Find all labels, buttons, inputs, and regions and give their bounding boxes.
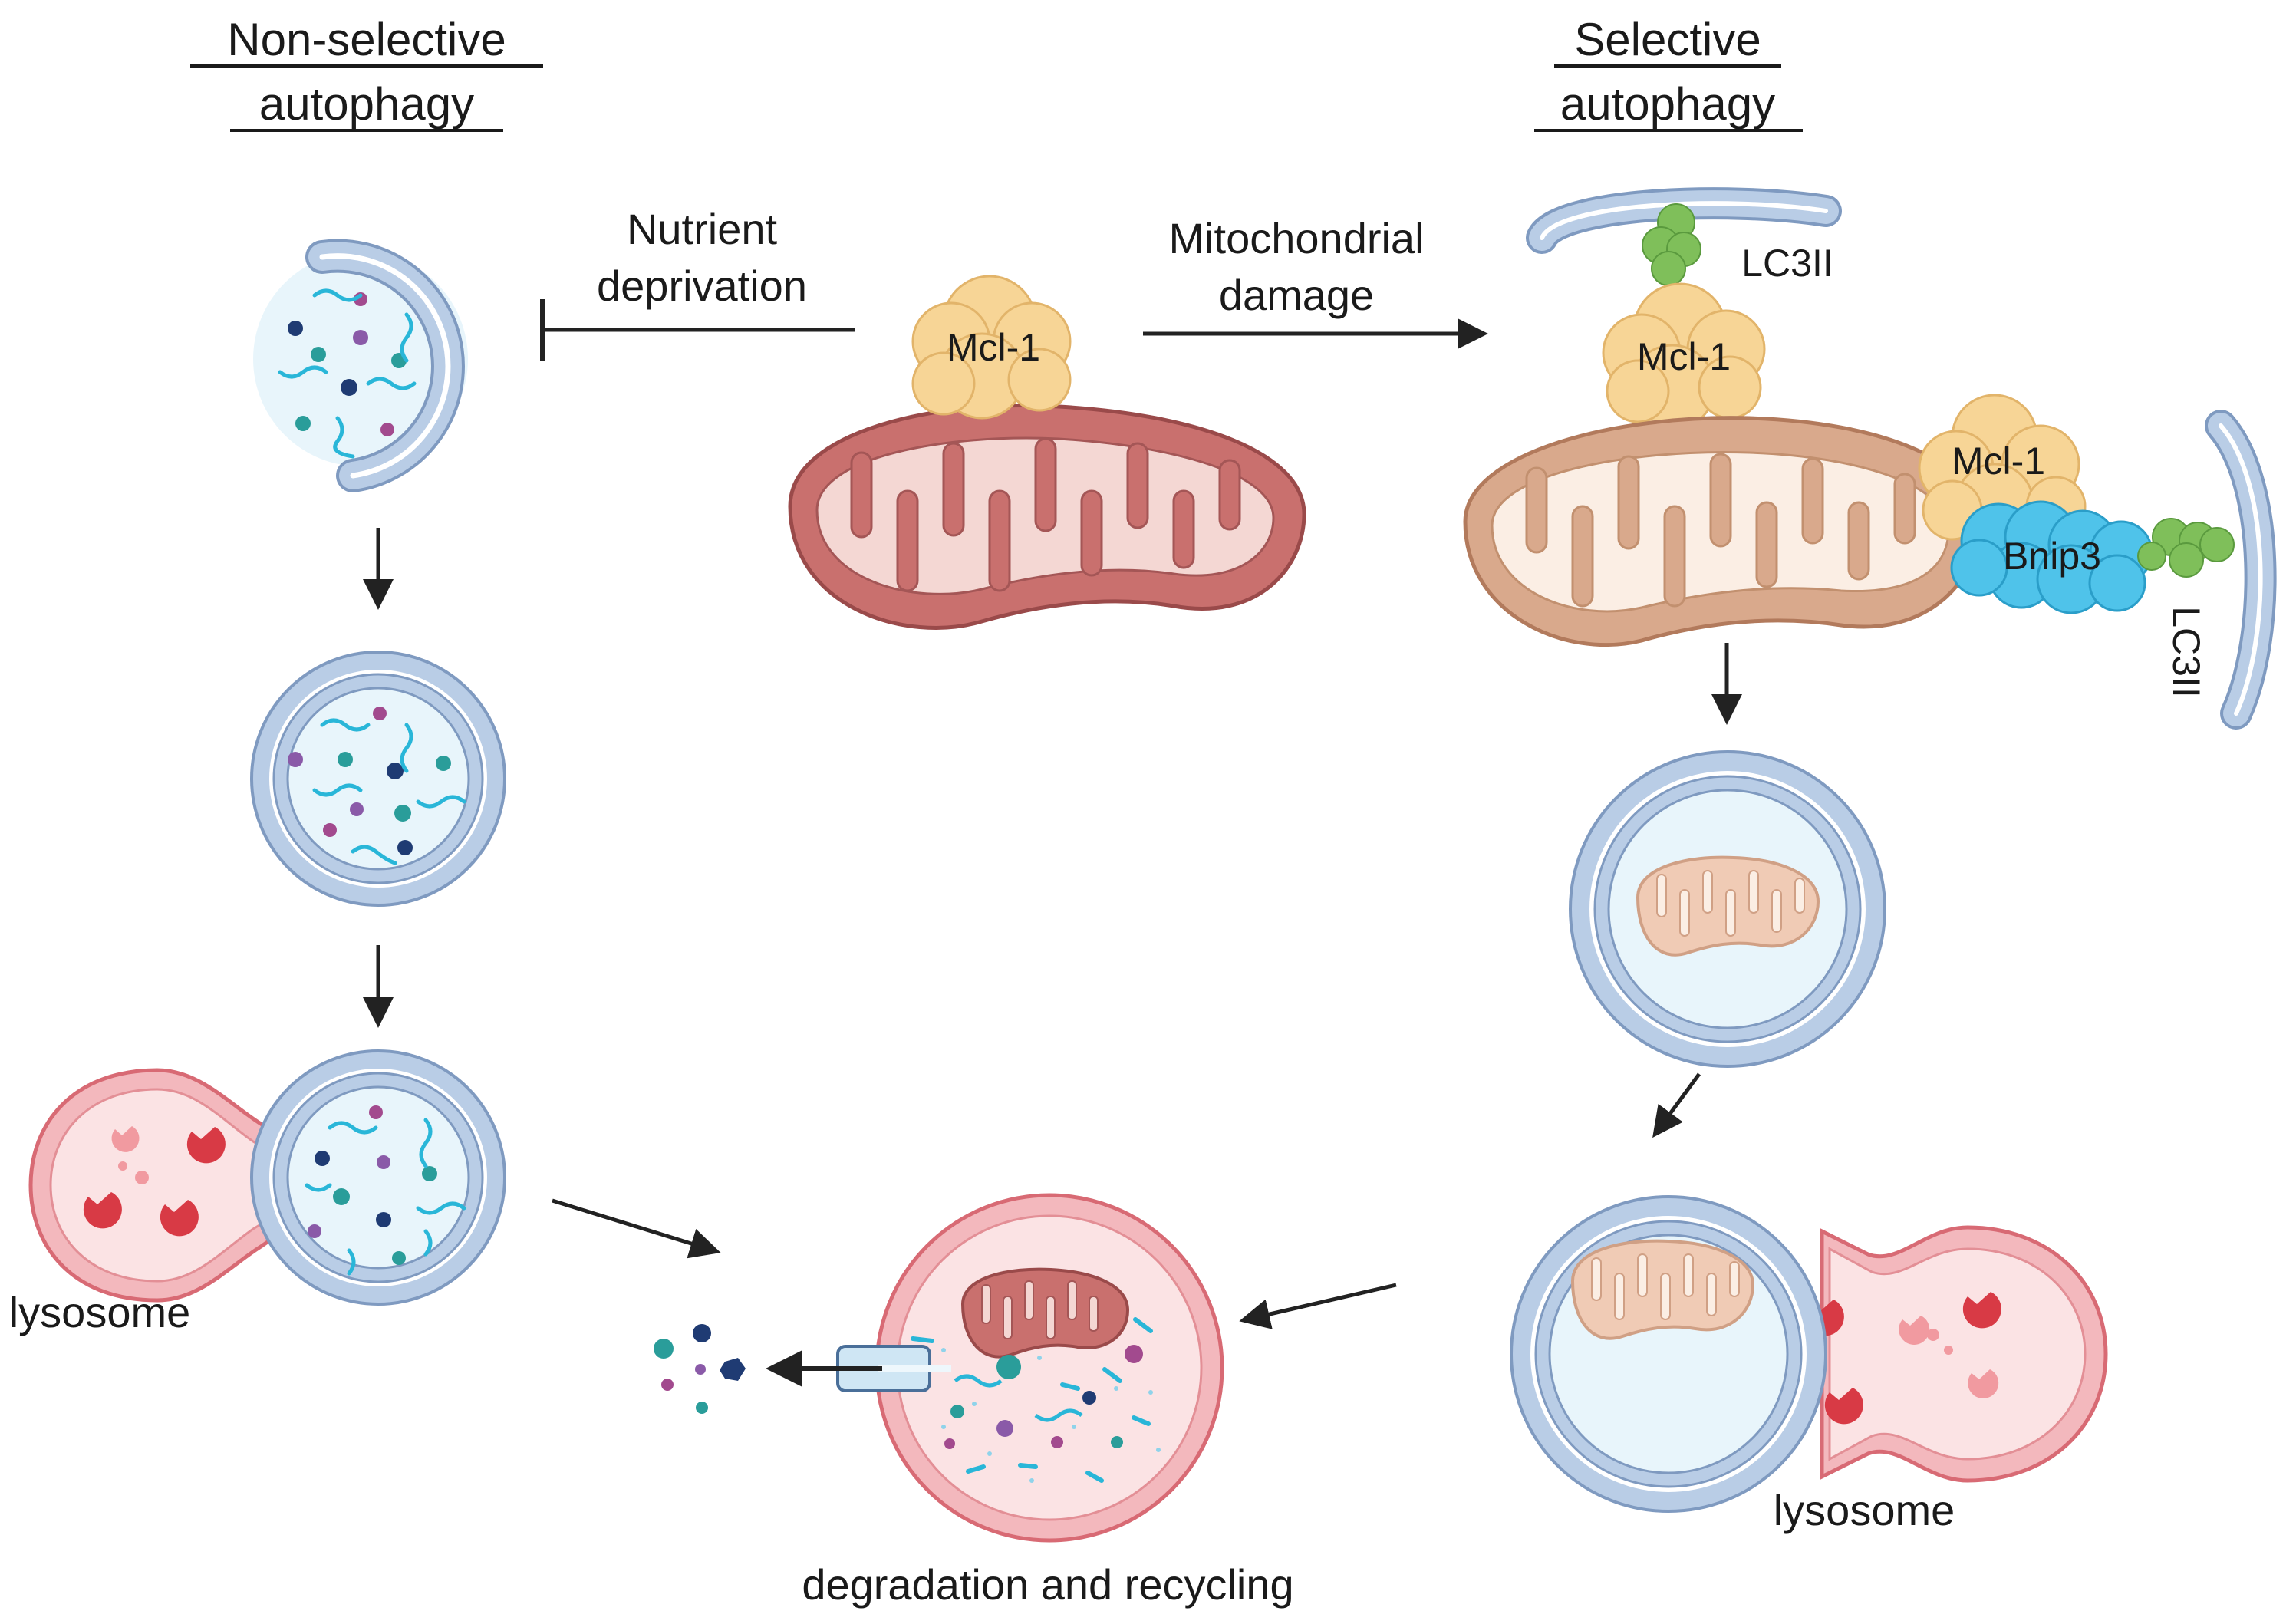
lysosomal-transporter <box>836 1345 951 1392</box>
trigger-mito-line2: damage <box>1219 271 1374 319</box>
arrow-right-2 <box>1652 1072 1701 1138</box>
mcl1-label-top-right: Mcl-1 <box>1637 335 1731 378</box>
lysosome-label-right: lysosome <box>1774 1486 1955 1534</box>
fusion-right <box>1510 1195 2108 1513</box>
lc3-protein-side: LC3II <box>2137 518 2235 698</box>
bnip3-label: Bnip3 <box>2003 535 2101 578</box>
mcl1-protein-top-right: Mcl-1 <box>1602 282 1766 431</box>
inhibition-arrow <box>540 299 855 361</box>
trigger-nutrient-line2: deprivation <box>597 262 807 310</box>
trigger-nutrient-line1: Nutrient <box>627 205 778 253</box>
mitophagosome-right <box>1569 750 1886 1068</box>
header-nonselective-line1: Non-selective <box>227 14 506 65</box>
engulfed-mitochondrion-1 <box>1636 855 1820 957</box>
mcl1-protein-center: Mcl-1 <box>911 275 1072 420</box>
damaged-mitochondrion <box>1463 416 1981 647</box>
cargo-phagophore <box>278 288 417 459</box>
autophagosome-left <box>250 651 506 907</box>
bnip3-protein: Bnip3 <box>1950 500 2153 614</box>
header-nonselective: Non-selective autophagy <box>190 14 543 132</box>
degradation-fragments <box>911 1317 1161 1483</box>
mcl1-label-side: Mcl-1 <box>1952 440 2045 483</box>
arrow-to-degradation-right <box>1239 1283 1397 1329</box>
phagophore-side-right <box>2205 410 2277 730</box>
degradation-recycling-label: degradation and recycling <box>802 1560 1293 1609</box>
lysosome-label-left: lysosome <box>9 1288 191 1336</box>
degraded-mitochondrion <box>960 1267 1130 1359</box>
arrow-to-degradation-left <box>552 1198 721 1259</box>
central-mitochondrion <box>788 404 1306 630</box>
phagophore-top-right <box>1526 187 1842 254</box>
lysosome-right <box>1805 1225 2108 1483</box>
lysosome-left <box>28 1068 301 1303</box>
trigger-mito-line1: Mitochondrial <box>1168 214 1424 262</box>
header-selective-line2: autophagy <box>1560 78 1775 130</box>
lc3-label-side: LC3II <box>2165 606 2208 698</box>
mcl1-label-center: Mcl-1 <box>947 326 1040 369</box>
header-selective: Selective autophagy <box>1534 14 1803 132</box>
header-selective-line1: Selective <box>1574 14 1761 65</box>
recycled-products <box>654 1324 746 1414</box>
fusion-left <box>28 1049 506 1306</box>
phagophore-left <box>253 239 468 492</box>
lc3-label-top: LC3II <box>1741 242 1833 285</box>
header-nonselective-line2: autophagy <box>259 78 474 130</box>
engulfed-mitochondrion-2 <box>1570 1239 1755 1340</box>
cargo-fusion-left <box>305 1105 466 1276</box>
cargo-autophagosome-left <box>288 707 466 865</box>
lysosomal-enzymes-left <box>83 1126 226 1237</box>
